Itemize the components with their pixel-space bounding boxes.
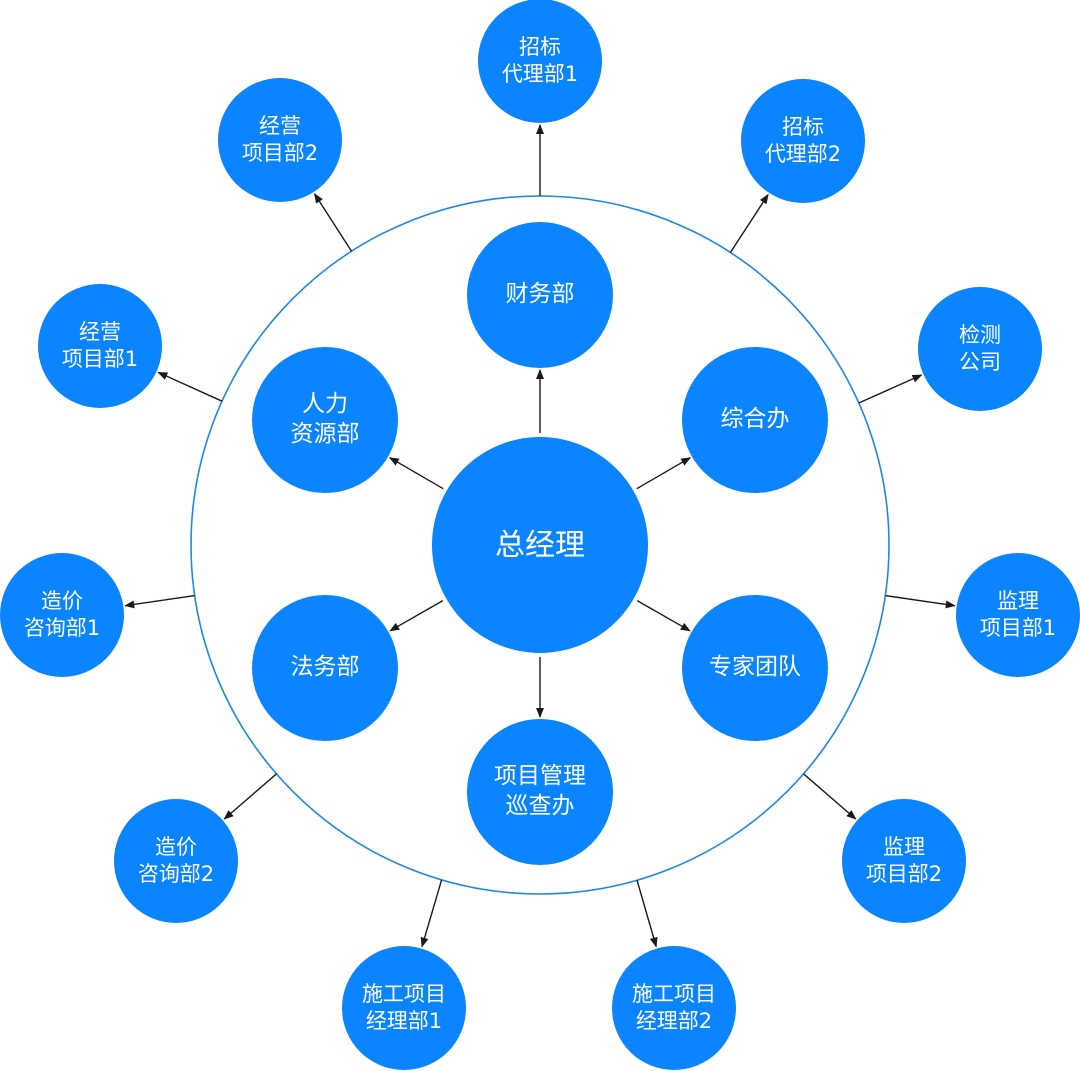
node-hr-dept[interactable]: 人力资源部 <box>252 347 398 493</box>
node-label: 施工项目经理部2 <box>632 981 716 1036</box>
arrow-ring-to-outer <box>636 880 658 948</box>
arrow-ring-to-outer <box>124 594 195 609</box>
node-label: 法务部 <box>291 653 360 683</box>
node-label-line: 施工项目 <box>362 981 446 1006</box>
node-testing-company[interactable]: 检测公司 <box>918 287 1042 411</box>
node-label: 经营项目部2 <box>242 113 318 168</box>
node-label-line: 综合办 <box>720 406 790 433</box>
node-label: 总经理 <box>495 526 585 565</box>
node-supervision-dept-1[interactable]: 监理项目部1 <box>956 553 1080 677</box>
node-label-line: 监理 <box>997 588 1039 613</box>
node-label-line: 巡查办 <box>505 793 575 819</box>
node-label-line: 专家团队 <box>709 654 801 681</box>
node-general-office[interactable]: 综合办 <box>682 347 828 493</box>
node-legal-dept[interactable]: 法务部 <box>252 595 398 741</box>
arrow-ring-to-outer <box>157 371 223 402</box>
node-label: 造价咨询部2 <box>138 834 214 889</box>
node-finance-dept[interactable]: 财务部 <box>467 222 613 368</box>
arrow-ring-to-outer <box>420 879 443 948</box>
node-expert-team[interactable]: 专家团队 <box>682 595 828 741</box>
node-business-dept-2[interactable]: 经营项目部2 <box>218 78 342 202</box>
node-label: 财务部 <box>506 280 575 310</box>
arrow-center-to-inner <box>389 599 444 632</box>
node-label-line: 施工项目 <box>632 981 716 1006</box>
node-label: 施工项目经理部1 <box>362 981 446 1036</box>
node-label-line: 项目管理 <box>494 763 586 790</box>
node-label-line: 咨询部1 <box>23 616 101 640</box>
node-label-line: 项目部1 <box>979 616 1057 640</box>
node-label: 项目管理巡查办 <box>494 762 586 822</box>
node-label-line: 财务部 <box>505 281 575 308</box>
arrow-ring-to-outer <box>314 193 353 252</box>
node-label: 招标代理部2 <box>765 114 841 169</box>
node-label-line: 人力 <box>302 391 348 418</box>
node-label-line: 代理部2 <box>764 142 842 166</box>
node-label-line: 项目部2 <box>241 141 319 165</box>
node-label: 专家团队 <box>709 653 801 683</box>
node-label-line: 项目部1 <box>61 347 139 371</box>
node-label-line: 咨询部2 <box>137 862 215 886</box>
arrow-center-to-inner <box>636 457 692 490</box>
node-label-line: 经理部1 <box>365 1009 443 1033</box>
arrow-ring-to-outer <box>729 193 769 253</box>
node-construction-dept-1[interactable]: 施工项目经理部1 <box>342 946 466 1070</box>
node-project-inspection-office[interactable]: 项目管理巡查办 <box>467 719 613 865</box>
node-label-line: 招标 <box>519 34 561 59</box>
node-label: 监理项目部2 <box>866 834 942 889</box>
node-cost-consulting-1[interactable]: 造价咨询部1 <box>0 553 124 677</box>
node-bidding-agency-1[interactable]: 招标代理部1 <box>478 0 602 123</box>
node-label-line: 资源部 <box>290 421 360 447</box>
arrow-ring-to-outer <box>223 773 277 820</box>
node-label: 经营项目部1 <box>62 319 138 374</box>
node-label-line: 经营 <box>259 113 301 138</box>
node-label-line: 造价 <box>155 834 197 859</box>
node-cost-consulting-2[interactable]: 造价咨询部2 <box>114 799 238 923</box>
arrow-ring-to-outer <box>858 374 923 404</box>
node-bidding-agency-2[interactable]: 招标代理部2 <box>741 79 865 203</box>
node-label-line: 总经理 <box>495 527 585 563</box>
node-label-line: 招标 <box>782 114 824 139</box>
arrow-ring-to-outer <box>885 594 956 609</box>
node-label-line: 检测 <box>959 322 1001 347</box>
node-label-line: 项目部2 <box>865 862 943 886</box>
node-business-dept-1[interactable]: 经营项目部1 <box>38 284 162 408</box>
node-label: 造价咨询部1 <box>24 588 100 643</box>
arrow-center-to-inner <box>636 599 691 632</box>
node-label: 招标代理部1 <box>502 34 578 89</box>
node-label-line: 公司 <box>959 350 1001 374</box>
arrow-ring-to-outer <box>803 773 857 820</box>
node-label: 监理项目部1 <box>980 588 1056 643</box>
node-label: 检测公司 <box>959 322 1001 377</box>
arrow-center-to-inner <box>388 457 444 490</box>
node-general-manager[interactable]: 总经理 <box>432 437 648 653</box>
node-label: 综合办 <box>721 405 790 435</box>
node-supervision-dept-2[interactable]: 监理项目部2 <box>842 799 966 923</box>
node-label-line: 代理部1 <box>501 62 579 86</box>
node-label-line: 造价 <box>41 588 83 613</box>
node-label-line: 经营 <box>79 319 121 344</box>
node-label-line: 监理 <box>883 834 925 859</box>
node-label-line: 经理部2 <box>635 1009 713 1033</box>
node-construction-dept-2[interactable]: 施工项目经理部2 <box>612 946 736 1070</box>
node-label-line: 法务部 <box>290 654 360 681</box>
node-label: 人力资源部 <box>291 390 360 450</box>
